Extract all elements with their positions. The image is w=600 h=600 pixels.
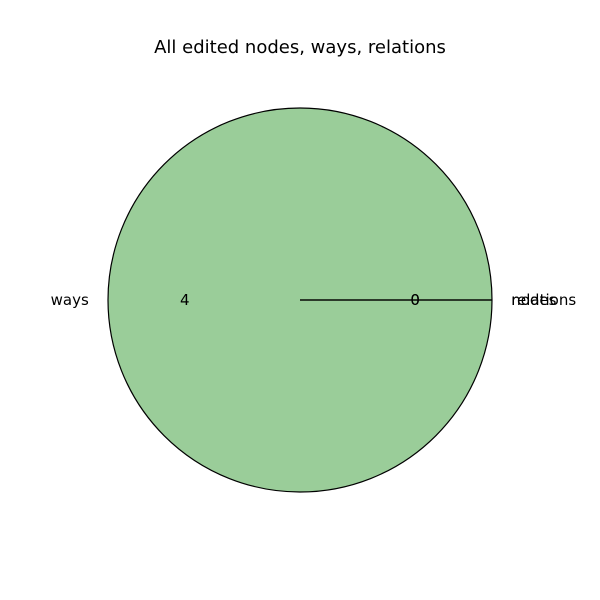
- value-label-ways: 4: [180, 291, 190, 309]
- slice-label-nodes: nodes: [511, 291, 556, 309]
- chart-title: All edited nodes, ways, relations: [154, 37, 446, 58]
- value-label-nodes: 0: [410, 291, 420, 309]
- value-label-relations: 0: [410, 291, 420, 309]
- slice-label-relations: relations: [511, 291, 576, 309]
- slice-label-ways: ways: [51, 291, 89, 309]
- pie-slices: [107, 107, 493, 493]
